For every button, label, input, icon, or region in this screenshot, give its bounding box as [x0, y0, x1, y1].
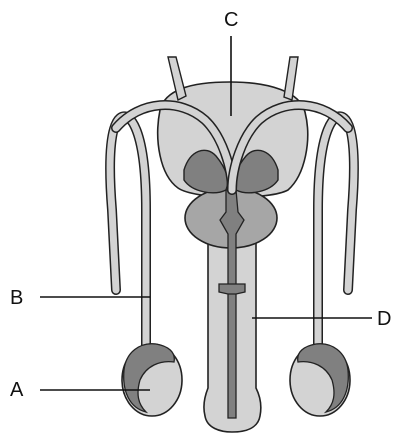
label-a: A — [10, 379, 24, 401]
bulbourethral-gland — [219, 284, 245, 294]
ureter-right — [284, 57, 298, 100]
label-d: D — [377, 308, 391, 330]
ureter-left — [168, 57, 186, 100]
label-c: C — [224, 9, 238, 31]
label-b: B — [10, 287, 23, 309]
